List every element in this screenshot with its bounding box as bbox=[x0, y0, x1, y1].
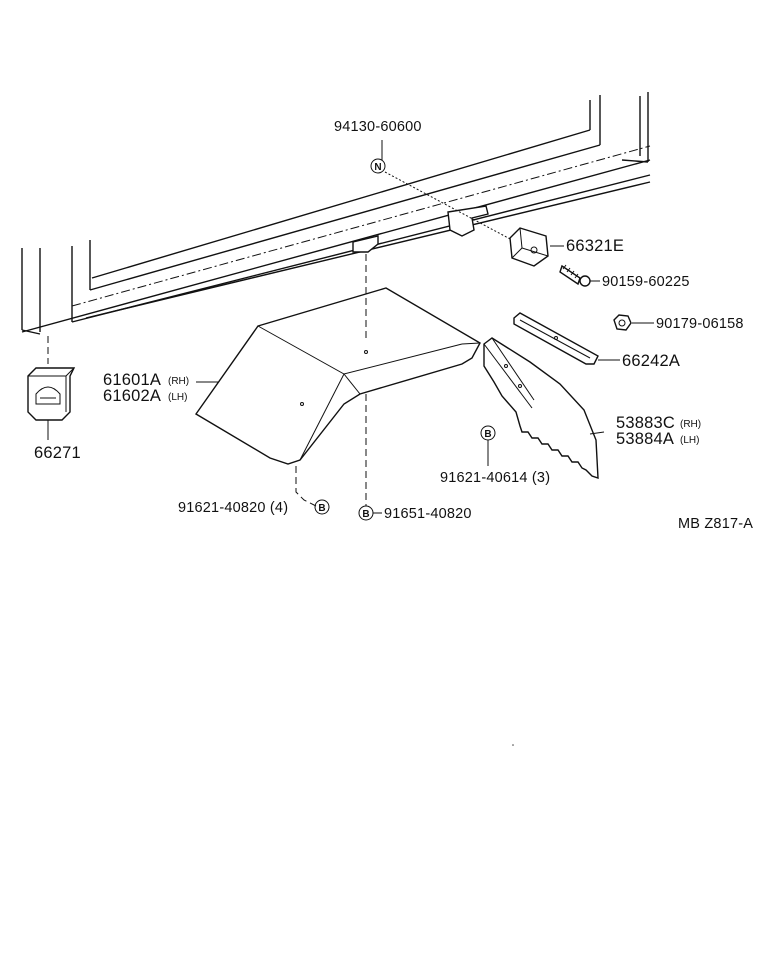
n-mark-circle bbox=[370, 158, 386, 174]
vehicle-body bbox=[21, 92, 651, 335]
b-mark-label-right: B bbox=[484, 429, 491, 440]
part-number-53883c: 53883C bbox=[616, 414, 675, 432]
bolt-b-left: B 91621-40820 (4) bbox=[178, 466, 330, 516]
part-number-66271: 66271 bbox=[34, 444, 81, 462]
side-label-lh-fender: (LH) bbox=[168, 392, 187, 403]
part-number-91651-40820: 91651-40820 bbox=[384, 506, 472, 522]
part-number-90159: 90159-60225 bbox=[602, 274, 690, 290]
nut-part: 90179-06158 bbox=[613, 314, 744, 332]
scan-dot bbox=[512, 744, 514, 746]
part-number-94130: 94130-60600 bbox=[334, 119, 422, 135]
part-number-91621-40820: 91621-40820 (4) bbox=[178, 500, 288, 516]
side-label-rh-mudguard: (RH) bbox=[680, 419, 701, 430]
n-mark-label: N bbox=[374, 162, 381, 173]
diagram-id: MB Z817-A bbox=[678, 516, 753, 532]
side-label-lh-mudguard: (LH) bbox=[680, 435, 699, 446]
part-number-90179: 90179-06158 bbox=[656, 316, 744, 332]
screw-part: 90159-60225 bbox=[559, 264, 690, 290]
part-number-66242a: 66242A bbox=[622, 352, 680, 370]
grommet-part: 66271 bbox=[27, 336, 81, 462]
side-label-rh-fender: (RH) bbox=[168, 376, 189, 387]
fender-part: 61601A (RH) 61602A (LH) bbox=[103, 287, 481, 465]
part-number-53884a: 53884A bbox=[616, 430, 674, 448]
b-mark-label-left: B bbox=[318, 503, 325, 514]
mudguard-part: 53883C (RH) 53884A (LH) bbox=[483, 337, 701, 479]
b-mark-label-center: B bbox=[362, 509, 369, 520]
b-mark-circle-left bbox=[314, 499, 330, 515]
stopper-part: 66321E bbox=[509, 227, 624, 267]
clip-n-assembly: N 94130-60600 bbox=[334, 119, 513, 241]
part-number-91621-40614: 91621-40614 (3) bbox=[440, 470, 550, 486]
part-number-61602a: 61602A bbox=[103, 387, 161, 405]
bolt-b-center: B 91651-40820 bbox=[358, 254, 472, 522]
part-number-61601a: 61601A bbox=[103, 371, 161, 389]
part-number-66321e: 66321E bbox=[566, 237, 624, 255]
bracket-part: 66242A bbox=[513, 312, 680, 370]
bolt-b-right: B 91621-40614 (3) bbox=[440, 425, 550, 486]
